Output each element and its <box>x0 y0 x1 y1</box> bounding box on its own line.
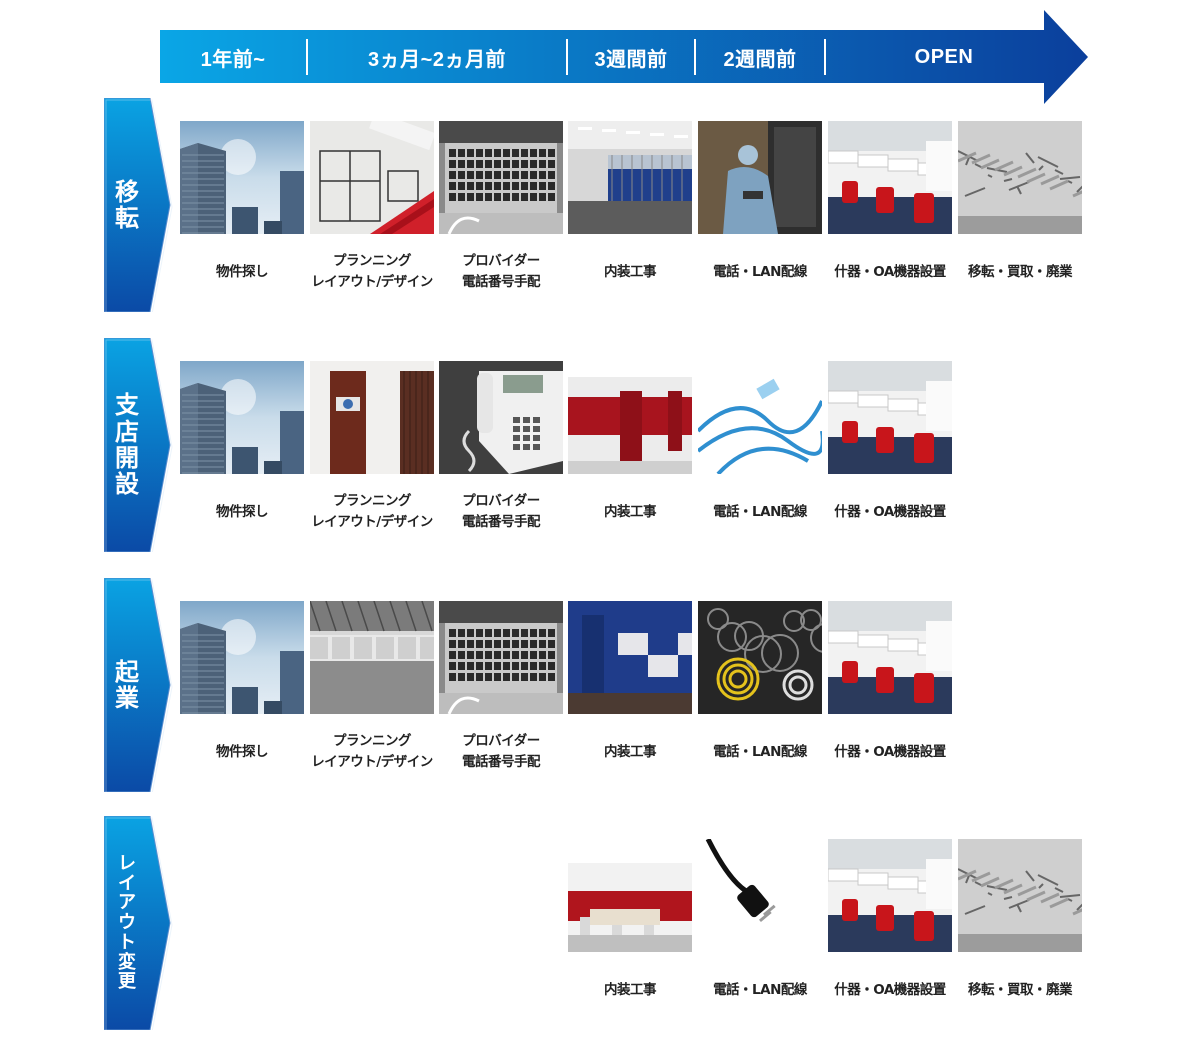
step-caption: 電話・LAN配線 <box>695 980 825 1001</box>
category-title: 支店開設 <box>115 391 139 499</box>
building-icon <box>180 601 304 714</box>
category-title: 起業 <box>115 657 139 712</box>
cables-icon <box>698 601 822 714</box>
step-caption: 移転・買取・廃業 <box>955 262 1085 283</box>
category-chevron <box>104 338 173 552</box>
category-label-2: 支店開設 <box>104 338 174 552</box>
office-chairs-icon <box>828 839 952 952</box>
caption-line: 什器・OA機器設置 <box>834 981 946 998</box>
caption-line: 移転・買取・廃業 <box>968 981 1073 998</box>
caption-line: 什器・OA機器設置 <box>834 743 946 760</box>
worker-icon <box>698 121 822 234</box>
empty-floor-icon <box>310 601 434 714</box>
caption-line: 什器・OA機器設置 <box>834 503 946 520</box>
caption-line: プロバイダー <box>462 253 540 269</box>
caption-line: 電話・LAN配線 <box>713 981 807 998</box>
office-chairs-icon <box>828 361 952 474</box>
caption-line: プランニング <box>333 493 412 509</box>
caption-line: 内装工事 <box>604 981 657 998</box>
step-caption: 什器・OA機器設置 <box>825 742 955 763</box>
caption-line: レイアウト/デザイン <box>311 274 433 290</box>
category-chevron <box>104 98 173 312</box>
scrap-metal-icon <box>958 121 1082 234</box>
office-partition-icon <box>568 121 692 234</box>
lan-cable-icon <box>698 361 822 474</box>
caption-line: 電話・LAN配線 <box>713 503 807 520</box>
laptop-icon <box>439 601 563 714</box>
step-caption: 移転・買取・廃業 <box>955 980 1085 1001</box>
phase-label-4: 2週間前 <box>723 48 797 71</box>
building-icon <box>180 121 304 234</box>
timeline-arrow: 1年前~ 3ヵ月~2ヵ月前 3週間前 2週間前 OPEN <box>160 10 1088 104</box>
meeting-room-icon <box>568 839 692 952</box>
category-label-4: レイアウト変更 <box>104 816 174 1030</box>
phase-divider <box>566 39 568 75</box>
step-caption: 内装工事 <box>565 980 695 1001</box>
phase-label-3: 3週間前 <box>594 48 668 71</box>
step-caption: 物件探し <box>177 262 307 283</box>
phase-divider <box>306 39 308 75</box>
caption-line: 電話番号手配 <box>462 514 541 530</box>
caption-line: 内装工事 <box>604 743 657 760</box>
step-caption: 電話・LAN配線 <box>695 262 825 283</box>
caption-line: プランニング <box>333 733 412 749</box>
step-caption: 什器・OA機器設置 <box>825 262 955 283</box>
caption-line: 内装工事 <box>604 503 657 520</box>
step-caption: 物件探し <box>177 502 307 523</box>
step-caption: 什器・OA機器設置 <box>825 980 955 1001</box>
building-icon <box>180 361 304 474</box>
scrap-metal-icon <box>958 839 1082 952</box>
power-plug-icon <box>698 839 822 952</box>
category-title: 移転 <box>115 177 139 232</box>
category-label-3: 起業 <box>104 578 174 792</box>
phase-label-open: OPEN <box>914 45 974 68</box>
blueprint-icon <box>310 121 434 234</box>
category-chevron <box>104 578 173 792</box>
caption-line: プロバイダー <box>462 733 540 749</box>
caption-line: 物件探し <box>216 503 269 520</box>
red-door-icon <box>568 361 692 474</box>
step-caption: 内装工事 <box>565 502 695 523</box>
office-chairs-icon <box>828 601 952 714</box>
caption-line: 什器・OA機器設置 <box>834 263 946 280</box>
step-caption: プロバイダー電話番号手配 <box>436 491 566 533</box>
step-caption: プロバイダー電話番号手配 <box>436 251 566 293</box>
caption-line: 内装工事 <box>604 263 657 280</box>
phase-label-1: 1年前~ <box>200 48 266 71</box>
category-label-1: 移転 <box>104 98 174 312</box>
step-caption: プランニングレイアウト/デザイン <box>307 491 437 533</box>
caption-line: 物件探し <box>216 263 269 280</box>
caption-line: 移転・買取・廃業 <box>968 263 1073 280</box>
office-chairs-icon <box>828 121 952 234</box>
phase-label-2: 3ヵ月~2ヵ月前 <box>368 48 506 71</box>
caption-line: 物件探し <box>216 743 269 760</box>
step-caption: 内装工事 <box>565 262 695 283</box>
office-phone-icon <box>439 361 563 474</box>
phase-divider <box>824 39 826 75</box>
entrance-sign-icon <box>310 361 434 474</box>
step-caption: 物件探し <box>177 742 307 763</box>
category-title: レイアウト変更 <box>118 852 136 993</box>
step-caption: 電話・LAN配線 <box>695 742 825 763</box>
step-caption: 内装工事 <box>565 742 695 763</box>
step-caption: プランニングレイアウト/デザイン <box>307 731 437 773</box>
caption-line: プロバイダー <box>462 493 540 509</box>
caption-line: 電話番号手配 <box>462 274 541 290</box>
blue-panels-icon <box>568 601 692 714</box>
step-caption: プロバイダー電話番号手配 <box>436 731 566 773</box>
step-caption: プランニングレイアウト/デザイン <box>307 251 437 293</box>
caption-line: プランニング <box>333 253 412 269</box>
laptop-icon <box>439 121 563 234</box>
step-caption: 什器・OA機器設置 <box>825 502 955 523</box>
caption-line: レイアウト/デザイン <box>311 754 433 770</box>
caption-line: 電話番号手配 <box>462 754 541 770</box>
caption-line: 電話・LAN配線 <box>713 743 807 760</box>
step-caption: 電話・LAN配線 <box>695 502 825 523</box>
phase-divider <box>694 39 696 75</box>
category-chevron <box>104 816 173 1030</box>
caption-line: 電話・LAN配線 <box>713 263 807 280</box>
caption-line: レイアウト/デザイン <box>311 514 433 530</box>
